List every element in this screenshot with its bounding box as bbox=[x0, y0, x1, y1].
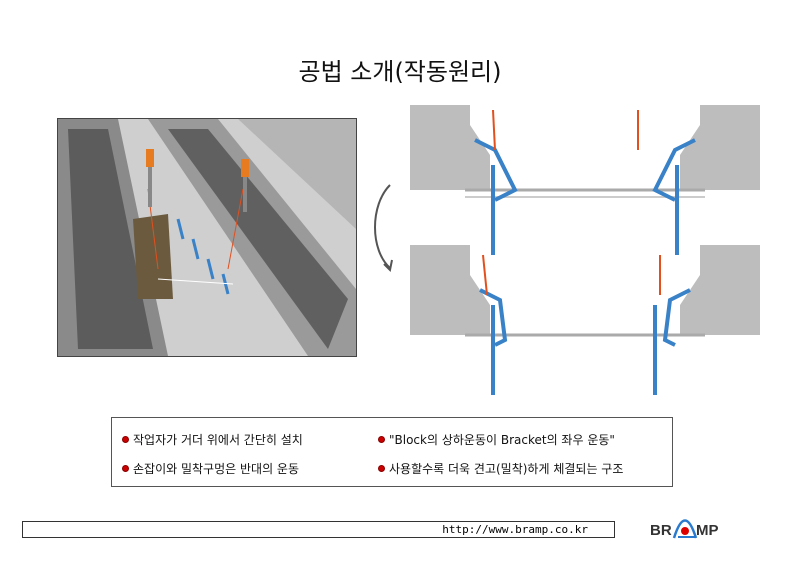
bullet-icon bbox=[122, 465, 129, 472]
feature-item: 작업자가 거더 위에서 간단히 설치 bbox=[122, 431, 303, 448]
rotation-arrow-icon bbox=[370, 180, 400, 275]
website-link[interactable]: http://www.bramp.co.kr bbox=[442, 523, 588, 536]
feature-text: 사용할수록 더욱 견고(밀착)하게 체결되는 구조 bbox=[389, 462, 624, 476]
bullet-icon bbox=[378, 436, 385, 443]
feature-text: 작업자가 거더 위에서 간단히 설치 bbox=[133, 433, 303, 447]
feature-item: 손잡이와 밀착구멍은 반대의 운동 bbox=[122, 460, 299, 477]
bracket-mechanism-diagram bbox=[405, 105, 765, 397]
bullet-icon bbox=[122, 436, 129, 443]
footer-bar: http://www.bramp.co.kr bbox=[22, 521, 615, 538]
bramp-logo: BR MP bbox=[650, 508, 730, 542]
svg-text:MP: MP bbox=[696, 522, 719, 539]
feature-list: 작업자가 거더 위에서 간단히 설치 "Block의 상하운동이 Bracket… bbox=[111, 417, 673, 487]
installation-illustration bbox=[57, 118, 357, 357]
svg-text:BR: BR bbox=[650, 522, 672, 539]
bullet-icon bbox=[378, 465, 385, 472]
feature-text: 손잡이와 밀착구멍은 반대의 운동 bbox=[133, 462, 300, 476]
feature-item: "Block의 상하운동이 Bracket의 좌우 운동" bbox=[378, 431, 615, 448]
page-title: 공법 소개(작동원리) bbox=[298, 58, 502, 86]
feature-item: 사용할수록 더욱 견고(밀착)하게 체결되는 구조 bbox=[378, 460, 623, 477]
feature-text: "Block의 상하운동이 Bracket의 좌우 운동" bbox=[389, 433, 615, 447]
